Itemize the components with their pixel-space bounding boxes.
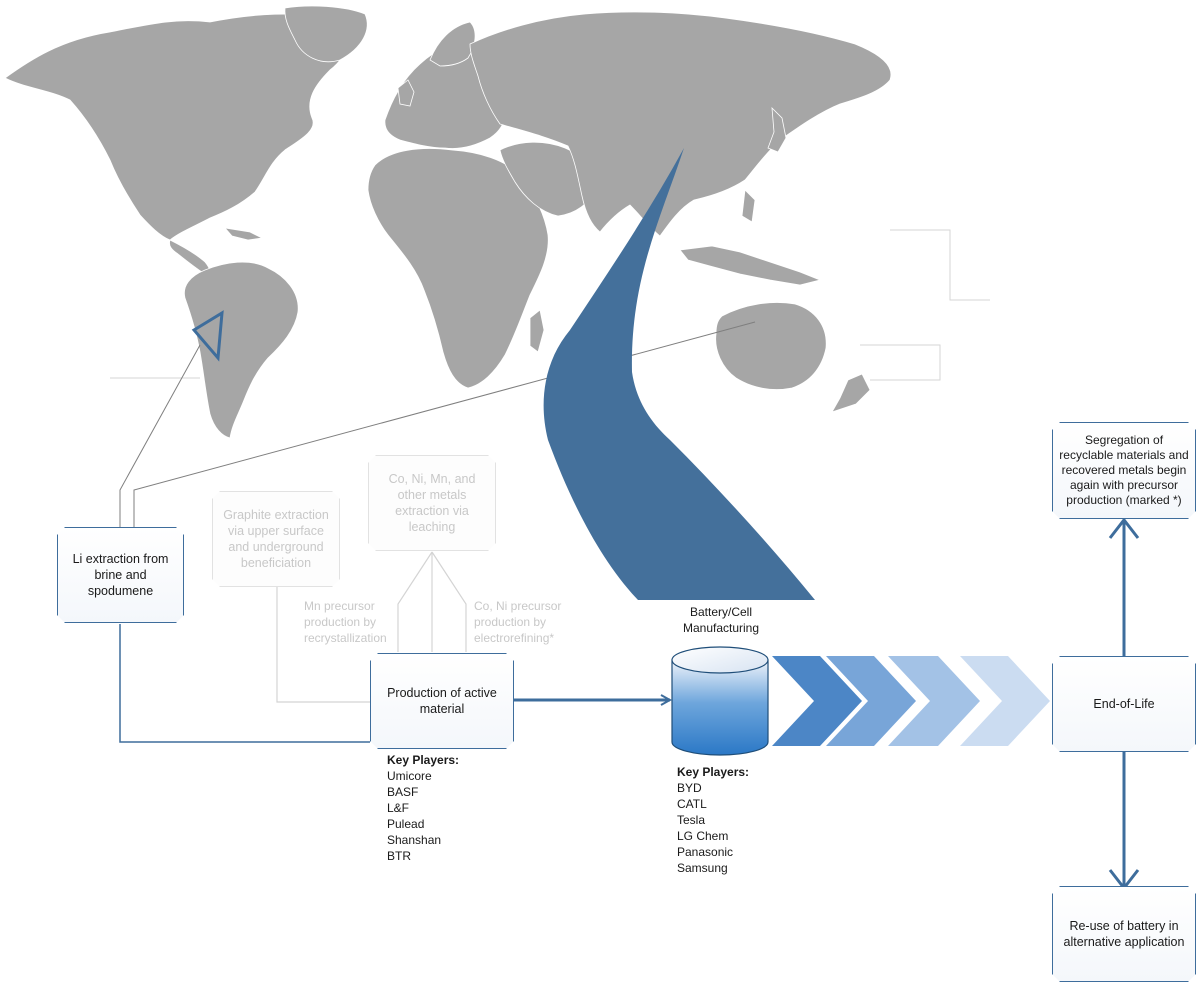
active-material-text: Production of active material [387, 686, 497, 716]
end-of-life-box: End-of-Life [1052, 656, 1196, 752]
philippines-islands [741, 189, 756, 223]
lithium-source-triangle [191, 310, 224, 362]
active-material-box: Production of active material [370, 653, 514, 749]
active-material-players-list: Umicore BASF L&F Pulead Shanshan BTR [387, 768, 459, 864]
battery-players-list: BYD CATL Tesla LG Chem Panasonic Samsung [677, 780, 749, 876]
player-pulead: Pulead [387, 817, 425, 831]
player-umicore: Umicore [387, 769, 432, 783]
battery-cylinder [671, 646, 769, 756]
world-map [4, 5, 892, 439]
chevron-3 [888, 656, 980, 746]
process-chevrons [772, 656, 1050, 746]
chevron-2 [826, 656, 916, 746]
madagascar-landmass [529, 309, 545, 353]
battery-players-header: Key Players: [677, 765, 750, 779]
end-of-life-text: End-of-Life [1093, 697, 1155, 711]
li-to-active-connector [119, 624, 370, 743]
segregation-text: Segregation of recyclable materials and … [1059, 433, 1189, 507]
new-zealand-landmass [831, 373, 871, 413]
chevron-4 [960, 656, 1050, 746]
caribbean-islands [223, 227, 264, 241]
player-basf: BASF [387, 785, 419, 799]
segregation-box: Segregation of recyclable materials and … [1052, 422, 1196, 519]
battery-players: Key Players: BYD CATL Tesla LG Chem Pana… [677, 764, 749, 876]
active-material-players-header: Key Players: [387, 753, 460, 767]
graphite-extraction-text: Graphite extraction via upper surface an… [223, 508, 329, 570]
greenland-landmass [284, 5, 368, 63]
australia-landmass [715, 302, 827, 390]
player-panasonic: Panasonic [677, 845, 734, 859]
player-lf: L&F [387, 801, 410, 815]
metals-leaching-box: Co, Ni, Mn, and other metals extraction … [368, 455, 496, 551]
uk-landmass [397, 79, 415, 107]
player-samsung: Samsung [677, 861, 728, 875]
scandinavia-landmass [429, 21, 476, 67]
asia-landmass [469, 11, 892, 237]
player-lg-chem: LG Chem [677, 829, 729, 843]
player-tesla: Tesla [677, 813, 706, 827]
player-btr: BTR [387, 849, 411, 863]
graphite-extraction-box: Graphite extraction via upper surface an… [212, 491, 340, 587]
reuse-text: Re-use of battery in alternative applica… [1063, 919, 1185, 949]
southeast-asia-islands [679, 245, 822, 286]
co-ni-precursor-label: Co, Ni precursor production by electrore… [474, 599, 562, 645]
japan-landmass [767, 106, 787, 153]
metals-leaching-text: Co, Ni, Mn, and other metals extraction … [388, 472, 476, 534]
li-extraction-box: Li extraction from brine and spodumene [57, 527, 184, 623]
chevron-1 [772, 656, 862, 746]
map-boundary-lines [110, 229, 990, 381]
battery-manufacturing-label: Battery/Cell Manufacturing [682, 605, 760, 635]
active-material-players: Key Players: Umicore BASF L&F Pulead Sha… [387, 752, 459, 864]
manufacturing-funnel [543, 148, 815, 600]
north-america-landmass [4, 13, 349, 241]
reuse-box: Re-use of battery in alternative applica… [1052, 886, 1196, 982]
faded-connectors [276, 551, 467, 703]
player-catl: CATL [677, 797, 707, 811]
player-byd: BYD [677, 781, 702, 795]
mn-precursor-label: Mn precursor production by recrystalliza… [304, 599, 387, 645]
player-shanshan: Shanshan [387, 833, 442, 847]
south-america-landmass [183, 261, 299, 439]
li-extraction-text: Li extraction from brine and spodumene [72, 552, 169, 598]
